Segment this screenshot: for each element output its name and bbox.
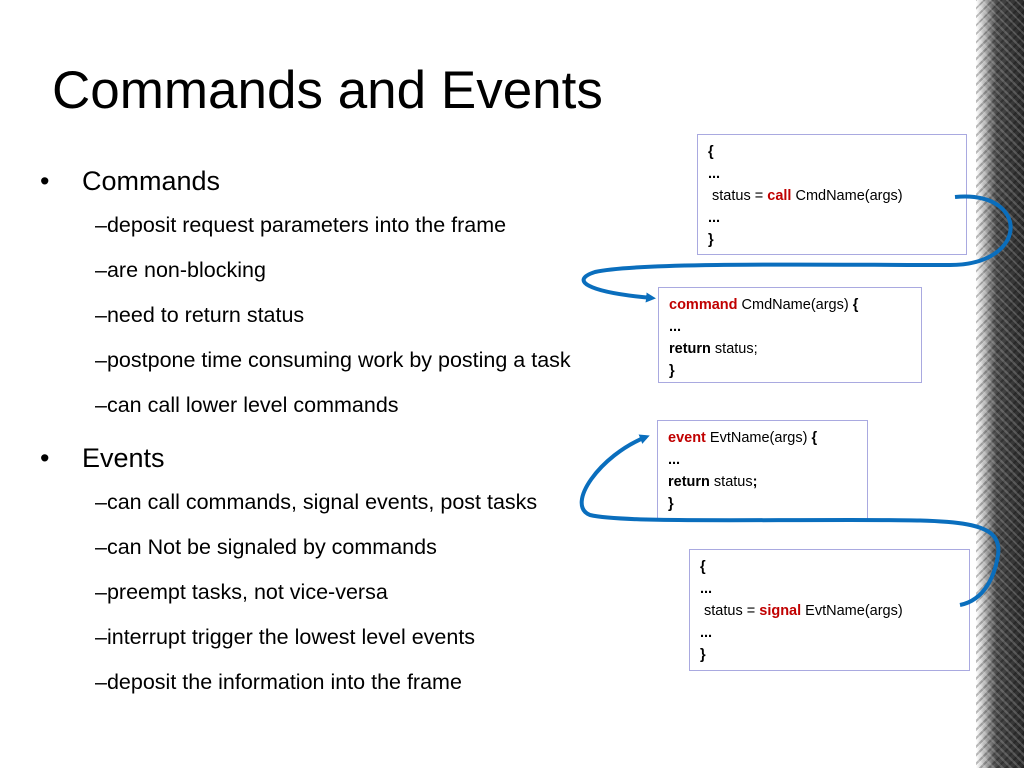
sub-list-commands: –deposit request parameters into the fra…: [40, 212, 640, 418]
sub-item: –can call commands, signal events, post …: [95, 490, 538, 514]
sub-item: –can call lower level commands: [95, 393, 399, 417]
keyword-event: event: [668, 430, 706, 446]
bullet-list: • Commands –deposit request parameters i…: [40, 160, 640, 714]
slide-title: Commands and Events: [52, 61, 603, 120]
sub-item: –can Not be signaled by commands: [95, 535, 437, 559]
bullet-commands: • Commands –deposit request parameters i…: [40, 160, 640, 418]
sub-item: –deposit request parameters into the fra…: [95, 213, 507, 237]
keyword-command: command: [669, 297, 738, 313]
code-box-signal: { ... status = signal EvtName(args) ... …: [689, 549, 970, 671]
sub-item: –postpone time consuming work by posting…: [95, 348, 571, 372]
decorative-side-strip: [976, 0, 1024, 768]
arrow-call-to-command: [581, 194, 1013, 303]
bullet-marker: •: [40, 166, 50, 196]
code-box-command: command CmdName(args) { ... return statu…: [658, 287, 922, 383]
sub-item: –are non-blocking: [95, 258, 266, 282]
sub-item: –interrupt trigger the lowest level even…: [95, 625, 476, 649]
arrow-signal-to-event: [579, 434, 1001, 607]
bullet-events: • Events –can call commands, signal even…: [40, 437, 640, 695]
bullet-label: Commands: [82, 166, 221, 196]
sub-list-events: –can call commands, signal events, post …: [40, 489, 640, 695]
sub-item: –need to return status: [95, 303, 305, 327]
keyword-signal: signal: [759, 603, 802, 619]
code-box-call: { ... status = call CmdName(args) ... }: [697, 134, 967, 255]
bullet-marker: •: [40, 443, 50, 473]
bullet-label: Events: [82, 443, 165, 473]
sub-item: –deposit the information into the frame: [95, 670, 462, 694]
keyword-call: call: [767, 188, 792, 204]
code-box-event: event EvtName(args) { ... return status;…: [657, 420, 868, 520]
sub-item: –preempt tasks, not vice-versa: [95, 580, 388, 604]
